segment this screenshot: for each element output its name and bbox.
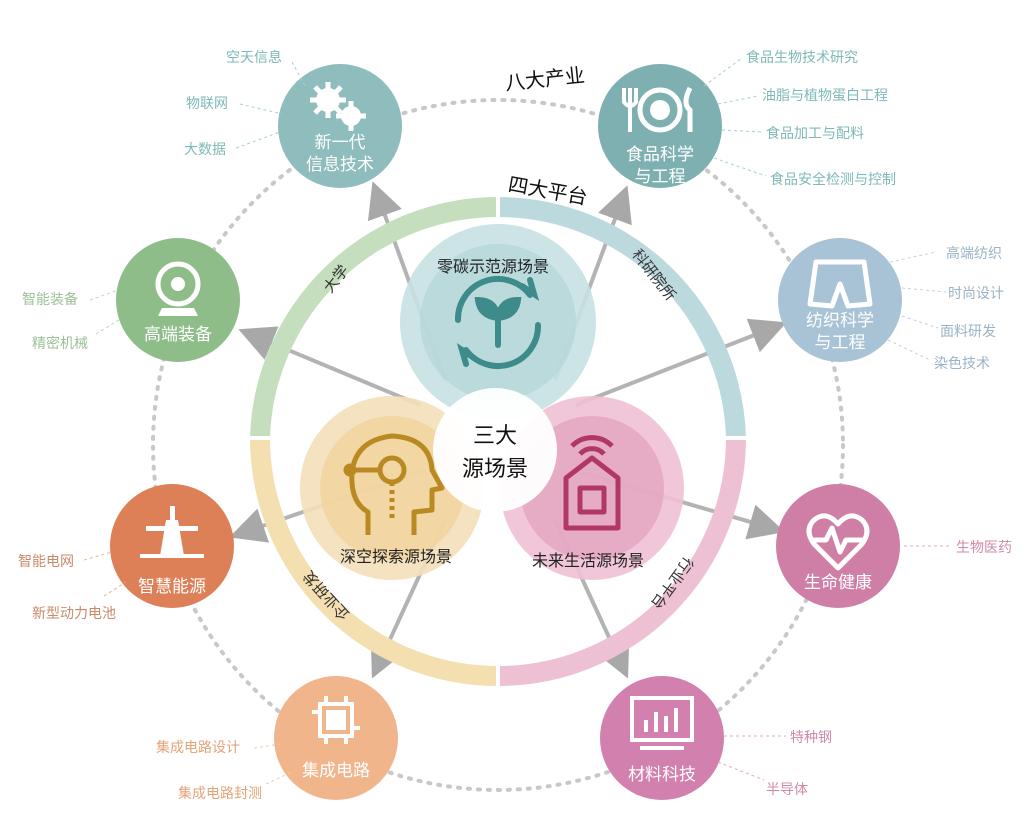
industry-textile-label1: 纺织科学 <box>806 311 874 331</box>
industry-circuit-label: 集成电路 <box>302 761 370 781</box>
head-gear-icon <box>343 433 445 535</box>
industry-energy: 智慧能源 <box>110 484 234 608</box>
center-circle: 三大 源场景 <box>433 388 557 512</box>
leaf-cycle-icon <box>454 276 542 369</box>
tag-fabric: 面料研发 <box>940 324 996 340</box>
tag-semiconductor: 半导体 <box>766 782 808 798</box>
industry-it-label1: 新一代 <box>315 133 366 153</box>
windmill-icon <box>140 506 204 558</box>
tag-food-bio: 食品生物技术研究 <box>746 49 858 66</box>
utensils-icon <box>622 86 693 133</box>
industry-equip-label: 高端装备 <box>144 325 212 345</box>
tag-ic-package: 集成电路封测 <box>178 785 262 802</box>
smart-home-icon <box>563 435 621 531</box>
platform-ring <box>250 197 746 686</box>
tag-food-safety: 食品安全检测与控制 <box>770 171 896 188</box>
shorts-icon <box>807 259 873 309</box>
industry-equip: 高端装备 <box>116 238 240 362</box>
tag-aerospace: 空天信息 <box>226 49 282 66</box>
eight-industries-title: 八大产业 <box>504 63 586 95</box>
tag-fashion: 时尚设计 <box>948 286 1004 302</box>
scene-zero-carbon: 零碳示范源场景 <box>400 224 596 420</box>
industry-circuit: 集成电路 <box>274 676 398 800</box>
tag-oil-protein: 油脂与植物蛋白工程 <box>762 88 888 104</box>
monitor-chart-icon <box>630 696 694 750</box>
heart-pulse-icon <box>806 513 870 571</box>
industry-health: 生命健康 <box>776 484 900 608</box>
industry-food-label1: 食品科学 <box>626 145 694 165</box>
gears-icon <box>310 82 366 131</box>
tag-food-processing: 食品加工与配料 <box>766 125 864 142</box>
industry-textile-label2: 与工程 <box>815 333 866 353</box>
industry-food-label2: 与工程 <box>635 167 686 187</box>
industry-textile: 纺织科学 与工程 <box>778 238 902 362</box>
scene-zero-carbon-label: 零碳示范源场景 <box>437 257 549 276</box>
webcam-icon <box>155 261 201 316</box>
tag-battery: 新型动力电池 <box>32 606 116 622</box>
tag-smart-grid: 智能电网 <box>18 554 74 570</box>
industry-it: 新一代 信息技术 <box>278 64 402 188</box>
tag-precision: 精密机械 <box>32 335 88 352</box>
industry-material: 材料科技 <box>600 676 724 800</box>
tag-iot: 物联网 <box>186 96 228 112</box>
industry-it-label2: 信息技术 <box>306 155 374 175</box>
tag-bigdata: 大数据 <box>184 142 226 158</box>
industry-food: 食品科学 与工程 <box>598 64 722 188</box>
center-line1: 三大 <box>473 424 517 449</box>
center-line2: 源场景 <box>462 457 528 482</box>
tag-dye: 染色技术 <box>934 355 990 372</box>
industry-material-label: 材料科技 <box>628 765 696 785</box>
industry-energy-label: 智慧能源 <box>138 577 206 597</box>
tag-ic-design: 集成电路设计 <box>156 739 240 756</box>
scene-deep-space-label: 深空探索源场景 <box>340 547 452 566</box>
scene-future-life-label: 未来生活源场景 <box>532 551 644 570</box>
tag-smart-equip: 智能装备 <box>22 291 78 308</box>
outer-ring <box>151 98 845 792</box>
chip-icon <box>312 696 360 744</box>
tag-special-steel: 特种钢 <box>790 730 832 746</box>
tag-bio-pharma: 生物医药 <box>956 540 1012 556</box>
tag-high-textile: 高端纺织 <box>946 245 1002 262</box>
industry-health-label: 生命健康 <box>804 573 872 593</box>
